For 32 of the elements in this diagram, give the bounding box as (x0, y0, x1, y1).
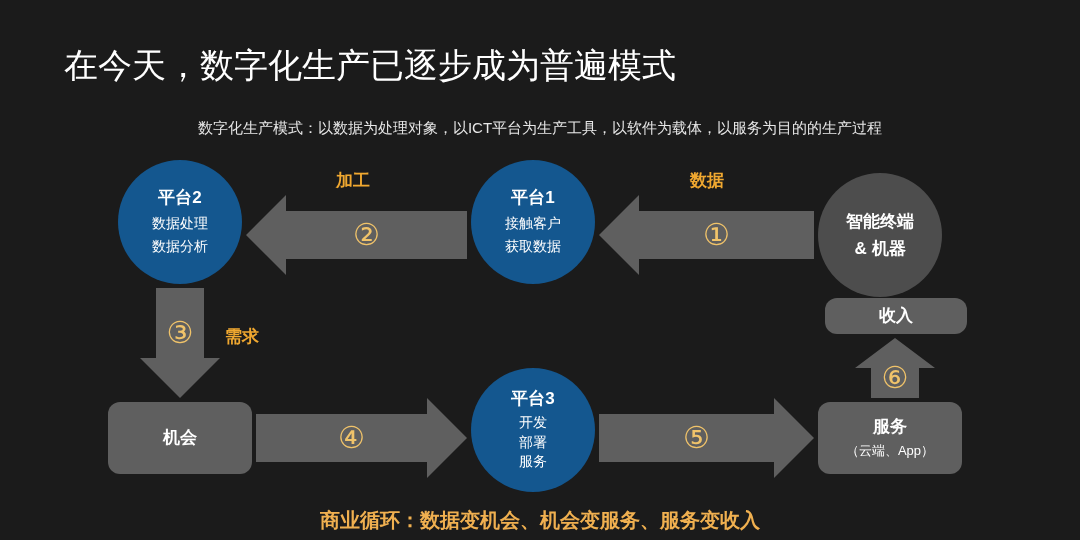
node-title: 平台3 (510, 388, 556, 410)
node-text: 数据处理数据分析 (151, 214, 209, 256)
block-arrow (599, 195, 814, 275)
flow-label: 加工 (336, 170, 370, 192)
node-title: 平台2 (157, 187, 203, 209)
step-number: ⑤ (683, 423, 710, 453)
rounded-box (818, 402, 962, 474)
flow-label: 需求 (225, 326, 259, 348)
step-number: ② (353, 220, 380, 250)
flow-label: 数据 (690, 170, 724, 192)
block-arrow (256, 398, 467, 478)
node-title: 智能终端 & 机器 (845, 210, 915, 260)
caption: 商业循环：数据变机会、机会变服务、服务变收入 (319, 508, 761, 533)
node-text: 接触客户获取数据 (504, 214, 562, 256)
node-title: 服务 (872, 415, 908, 437)
node-text: （云端、App） (845, 441, 935, 460)
subtitle: 数字化生产模式：以数据为处理对象，以ICT平台为生产工具，以软件为载体，以服务为目的的生产过程 (196, 118, 884, 138)
block-arrow (246, 195, 467, 275)
step-number: ④ (338, 423, 365, 453)
block-arrow (855, 338, 935, 398)
node-title: 平台1 (510, 187, 556, 209)
block-arrow (140, 288, 220, 398)
node-title: 收入 (878, 305, 914, 327)
step-number: ① (703, 220, 730, 250)
rounded-box (108, 402, 252, 474)
title: 在今天，数字化生产已逐步成为普遍模式 (64, 45, 676, 86)
step-number: ③ (166, 318, 194, 348)
rounded-box (825, 298, 967, 334)
node-text: 开发部署服务 (518, 413, 548, 472)
block-arrow (599, 398, 814, 478)
node-title: 机会 (162, 427, 198, 449)
step-number: ⑥ (881, 363, 909, 393)
